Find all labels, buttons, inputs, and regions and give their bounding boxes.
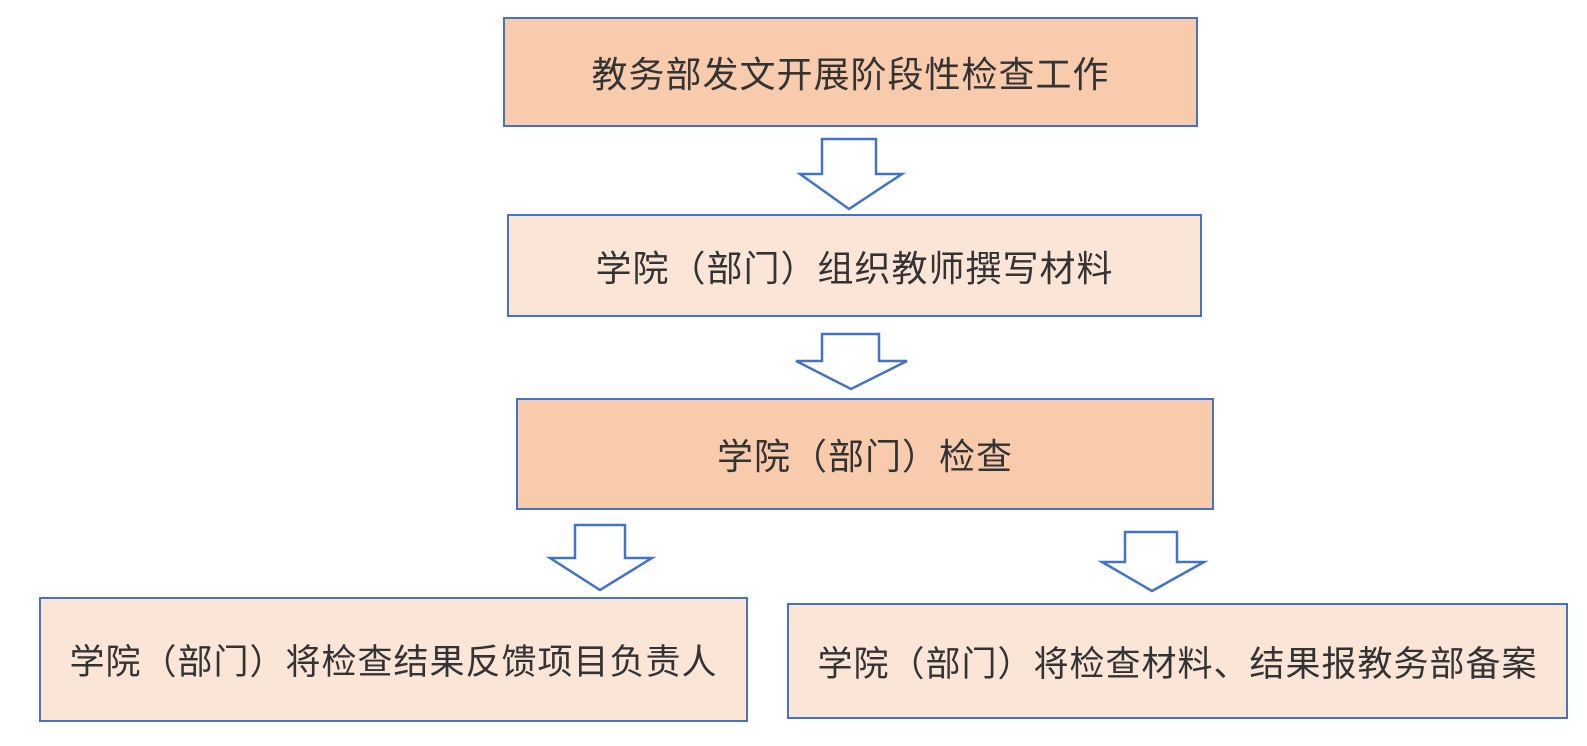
- step-write-materials: 学院（部门）组织教师撰写材料: [507, 214, 1202, 317]
- branch-feedback-to-leader: 学院（部门）将检查结果反馈项目负责人: [39, 597, 748, 722]
- step-issue-notice-label: 教务部发文开展阶段性检查工作: [591, 55, 1110, 96]
- down-arrow-icon: [545, 523, 657, 592]
- step-write-materials-label: 学院（部门）组织教师撰写材料: [595, 248, 1114, 290]
- branch-report-to-academic-affairs-label: 学院（部门）将检查材料、结果报教务部备案: [817, 644, 1538, 685]
- step-college-check-label: 学院（部门）检查: [716, 437, 1013, 478]
- down-arrow-icon: [795, 332, 908, 391]
- step-college-check: 学院（部门）检查: [516, 398, 1214, 510]
- branch-report-to-academic-affairs: 学院（部门）将检查材料、结果报教务部备案: [787, 603, 1568, 719]
- step-issue-notice: 教务部发文开展阶段性检查工作: [503, 17, 1198, 127]
- branch-feedback-to-leader-label: 学院（部门）将检查结果反馈项目负责人: [69, 643, 718, 683]
- down-arrow-icon: [1097, 530, 1209, 593]
- down-arrow-icon: [796, 137, 907, 211]
